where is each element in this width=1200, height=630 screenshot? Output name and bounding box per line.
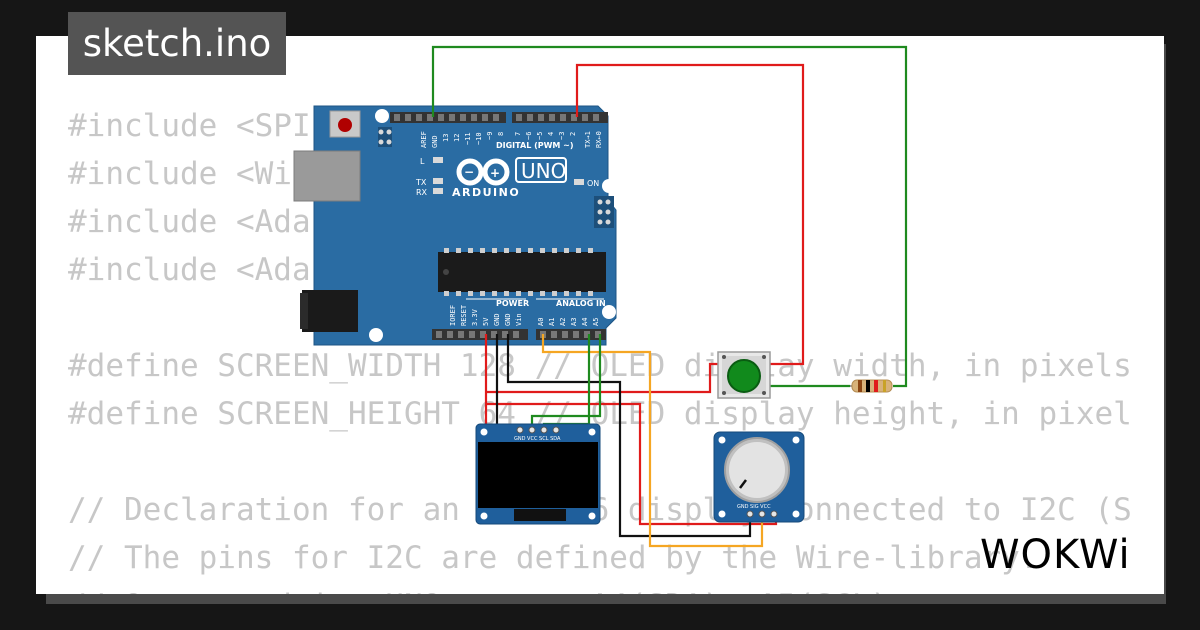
reset-button-cap bbox=[338, 118, 352, 132]
digital-label: DIGITAL (PWM ~) bbox=[496, 141, 574, 150]
potentiometer[interactable]: GND SIG VCC bbox=[713, 431, 805, 523]
power-jack bbox=[302, 290, 358, 332]
digital-header-left bbox=[390, 112, 506, 123]
pin-label: A2 bbox=[559, 318, 567, 326]
power-label: POWER bbox=[496, 299, 529, 308]
pin-label: 8 bbox=[497, 132, 505, 136]
wire-black-gnd-pot[interactable] bbox=[506, 334, 752, 538]
power-jack-edge bbox=[300, 293, 308, 329]
mounting-hole bbox=[369, 328, 383, 342]
pin-label: ~3 bbox=[558, 132, 566, 140]
pin-label: A0 bbox=[537, 318, 545, 326]
code-line: // On an arduino UNO: A4(SDA), A5(SCL) bbox=[68, 582, 1132, 594]
arduino-brand: ARDUINO bbox=[452, 186, 520, 199]
pin-label: 4 bbox=[547, 132, 555, 136]
pin-label: TX→1 bbox=[584, 131, 592, 148]
led-l bbox=[433, 157, 443, 163]
wokwi-logo-text: WOKWi bbox=[980, 532, 1131, 578]
oled-display[interactable]: GND VCC SCL SDA bbox=[475, 423, 601, 525]
mounting-hole bbox=[602, 305, 616, 319]
arduino-infinity-icon bbox=[456, 158, 510, 186]
usb-connector bbox=[293, 150, 361, 202]
wokwi-logo: WOKWi bbox=[980, 532, 1131, 578]
button-cap[interactable] bbox=[727, 359, 761, 393]
atmega-chip bbox=[438, 252, 606, 292]
pin-label: 12 bbox=[453, 134, 461, 142]
code-line: // The pins for I2C are defined by the W… bbox=[68, 540, 1039, 576]
pot-pin-labels: GND SIG VCC bbox=[737, 504, 771, 510]
pot-indicator bbox=[739, 479, 747, 489]
arduino-uno-board[interactable]: AREF GND 13 12 ~11 ~10 ~9 8 7 ~6 ~5 4 ~3… bbox=[293, 105, 617, 346]
led-rx bbox=[433, 188, 443, 194]
code-line: #define SCREEN_HEIGHT 64 // OLED display… bbox=[68, 396, 1132, 432]
led-tx-label: TX bbox=[415, 178, 427, 187]
svg-text:+: + bbox=[490, 166, 500, 180]
mounting-hole bbox=[602, 179, 616, 193]
pin-label: AREF bbox=[420, 131, 428, 148]
pin-label: 7 bbox=[514, 132, 522, 136]
pin-label: IOREF bbox=[449, 305, 457, 326]
pin-label: GND bbox=[431, 135, 439, 148]
pin-label: RESET bbox=[460, 304, 468, 326]
pin-label: 13 bbox=[442, 134, 450, 142]
pin-label: GND bbox=[504, 313, 512, 326]
icsp-header bbox=[594, 196, 614, 228]
pot-knob[interactable] bbox=[729, 442, 785, 498]
pin-label: ~9 bbox=[486, 132, 494, 140]
analog-label: ANALOG IN bbox=[556, 299, 606, 308]
oled-screen bbox=[478, 442, 598, 508]
pin-label: RX←0 bbox=[595, 131, 603, 148]
wire-red-5v-button[interactable] bbox=[486, 362, 718, 394]
oled-ribbon bbox=[514, 509, 566, 521]
wire-green-scl[interactable] bbox=[530, 334, 602, 430]
analog-header bbox=[536, 329, 606, 340]
pin-label: A5 bbox=[592, 318, 600, 326]
pin-label: 3.3V bbox=[471, 308, 479, 326]
mounting-hole bbox=[375, 109, 389, 123]
led-on-label: ON bbox=[587, 179, 599, 188]
pin-label: ~11 bbox=[464, 132, 472, 145]
pin-label: ~10 bbox=[475, 132, 483, 145]
pin-label: ~5 bbox=[536, 132, 544, 140]
arduino-model: UNO bbox=[521, 159, 566, 183]
oled-pin-labels: GND VCC SCL SDA bbox=[514, 436, 561, 442]
led-on bbox=[574, 179, 584, 185]
file-tab-sketch[interactable]: sketch.ino bbox=[68, 12, 286, 75]
led-rx-label: RX bbox=[416, 188, 428, 197]
svg-text:−: − bbox=[464, 165, 474, 179]
led-l-label: L bbox=[420, 157, 425, 166]
pin-label: Vin bbox=[515, 313, 523, 326]
pin-label: A4 bbox=[581, 318, 589, 326]
wire-red-d2[interactable] bbox=[575, 63, 805, 366]
pin-label: GND bbox=[493, 313, 501, 326]
wire-orange-a0[interactable] bbox=[541, 334, 764, 548]
wire-green-gnd[interactable] bbox=[431, 45, 908, 388]
pin-label: ~6 bbox=[525, 132, 533, 140]
pin-label: 5V bbox=[482, 317, 490, 326]
pin-label: A3 bbox=[570, 318, 578, 326]
resistor[interactable] bbox=[850, 379, 893, 393]
pin-label: A1 bbox=[548, 318, 556, 326]
pin-label: 2 bbox=[569, 132, 577, 136]
uno-badge bbox=[515, 157, 567, 183]
led-tx bbox=[433, 178, 443, 184]
push-button[interactable] bbox=[717, 351, 771, 399]
